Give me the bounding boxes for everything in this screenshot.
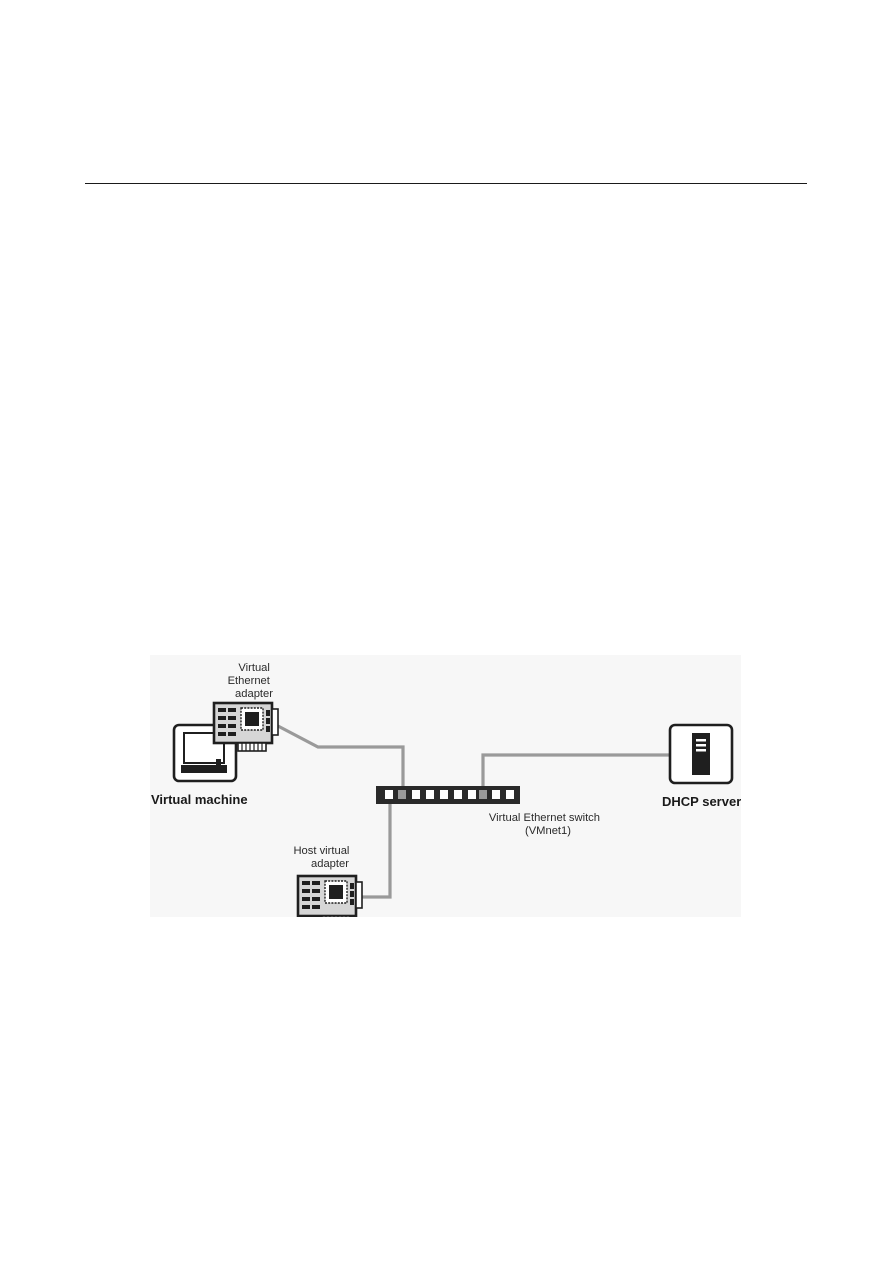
virtual-switch-label: Virtual Ethernet switch (VMnet1) (489, 812, 603, 837)
dhcp-server-icon (668, 723, 734, 785)
virtual-machine-icon (172, 723, 238, 783)
dhcp-server-label: DHCP server (662, 794, 741, 809)
virtual-ethernet-adapter-icon (212, 701, 280, 753)
cable-vm-adapter-to-switch (277, 724, 405, 797)
network-diagram: Virtual Ethernet adapter Virtual machine… (150, 655, 741, 917)
virtual-ethernet-adapter-label: Virtual Ethernet adapter (228, 662, 274, 700)
virtual-switch-icon (376, 786, 520, 804)
virtual-machine-label: Virtual machine (151, 792, 248, 807)
header-rule (85, 183, 807, 184)
network-diagram-svg: Virtual Ethernet adapter Virtual machine… (151, 662, 741, 917)
host-virtual-adapter-icon (296, 874, 364, 917)
cable-host-adapter-to-switch (360, 797, 392, 899)
cable-dhcp-to-switch (481, 753, 670, 793)
host-virtual-adapter-label: Host virtual adapter (293, 845, 352, 870)
